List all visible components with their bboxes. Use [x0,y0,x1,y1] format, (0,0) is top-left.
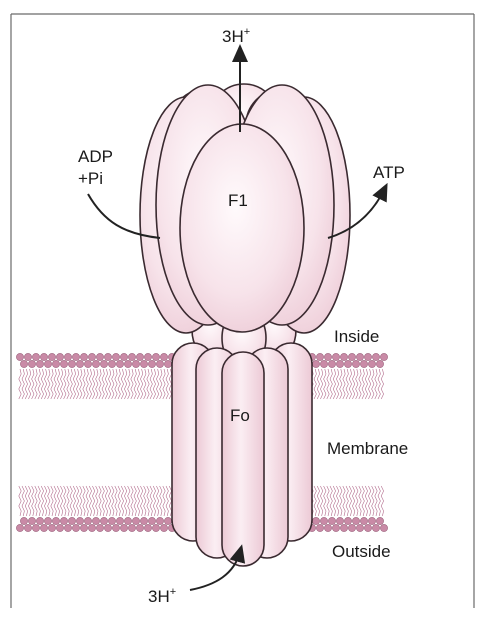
fo-complex [172,343,312,566]
adp-label: ADP [78,147,113,166]
outside-label: Outside [332,542,391,561]
atp-label: ATP [373,163,405,182]
proton-top-label: 3H+ [222,26,250,46]
membrane-label: Membrane [327,439,408,458]
proton-bottom-label: 3H+ [148,586,176,606]
lipid-bilayer-left [16,353,179,531]
pi-label: +Pi [78,169,103,188]
fo-label: Fo [230,406,250,425]
inside-label: Inside [334,327,379,346]
f1-label: F1 [228,191,248,210]
